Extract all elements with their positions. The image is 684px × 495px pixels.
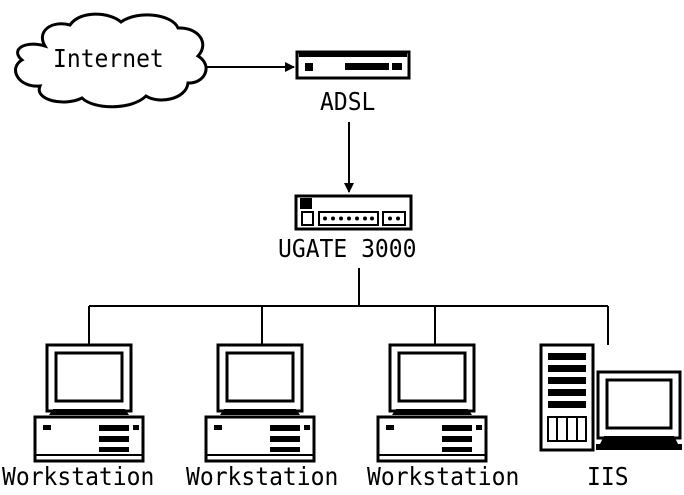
- ugate-router: [294, 194, 413, 231]
- workstation-3-label: Workstation: [367, 462, 520, 491]
- adsl-label: ADSL: [320, 87, 376, 116]
- ugate-label: UGATE 3000: [278, 234, 417, 263]
- workstation-1-label: Workstation: [2, 462, 155, 491]
- iis-label: IIS: [587, 462, 629, 491]
- adsl-modem: [295, 50, 411, 80]
- internet-cloud: [14, 12, 208, 109]
- iis-server: [539, 343, 682, 452]
- workstation-2-computer: [204, 343, 316, 463]
- internet-label: Internet: [53, 44, 164, 73]
- workstation-2-label: Workstation: [186, 462, 339, 491]
- workstation-1-computer: [33, 343, 145, 463]
- lan-bus: [88, 268, 609, 345]
- workstation-3-computer: [376, 343, 488, 463]
